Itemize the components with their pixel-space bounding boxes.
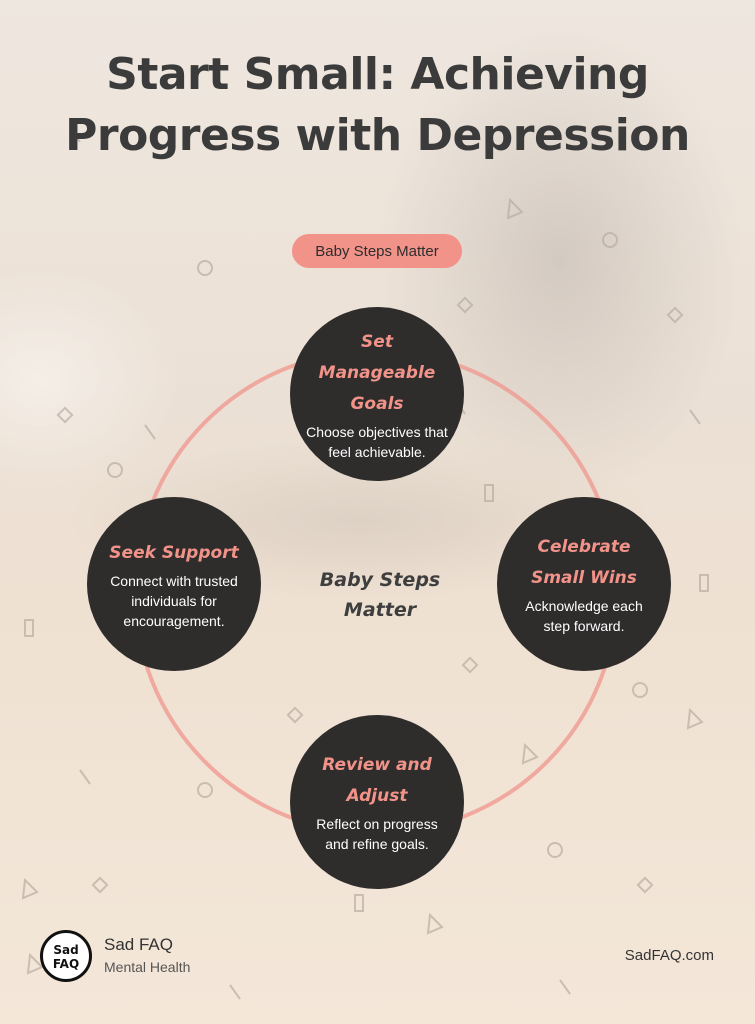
- step-node-review-adjust: Review and Adjust Reflect on progress an…: [290, 715, 464, 889]
- brand-name: Sad FAQ: [104, 935, 173, 954]
- brand-text: Sad FAQ Mental Health: [104, 934, 190, 978]
- step-node-set-goals: Set Manageable Goals Choose objectives t…: [290, 307, 464, 481]
- brand-block[interactable]: Sad FAQ Sad FAQ Mental Health: [40, 930, 190, 982]
- step-node-title: Celebrate Small Wins: [531, 537, 637, 588]
- step-node-description: Choose objectives that feel achievable.: [306, 423, 448, 460]
- svg-text:Sad: Sad: [53, 943, 78, 957]
- logo-lettering-icon: Sad FAQ: [53, 943, 79, 971]
- step-node-title: Review and Adjust: [322, 755, 432, 806]
- step-node-celebrate-wins: Celebrate Small Wins Acknowledge each st…: [497, 497, 671, 671]
- page-title: Start Small: Achieving Progress with Dep…: [65, 49, 690, 161]
- svg-text:FAQ: FAQ: [53, 957, 79, 971]
- brand-tagline: Mental Health: [104, 959, 191, 975]
- step-node-title: Set Manageable Goals: [318, 331, 436, 414]
- site-url-link[interactable]: SadFAQ.com: [624, 947, 714, 964]
- step-node-seek-support: Seek Support Connect with trusted indivi…: [87, 497, 261, 671]
- step-node-title: Seek Support: [109, 542, 239, 563]
- center-label: Baby Steps Matter: [319, 569, 441, 621]
- sad-faq-logo-icon: Sad FAQ: [40, 930, 92, 982]
- step-node-description: Reflect on progress and refine goals.: [316, 816, 438, 852]
- subtitle-pill: Baby Steps Matter: [292, 234, 462, 268]
- step-node-description: Acknowledge each step forward.: [525, 598, 643, 634]
- step-node-description: Connect with trusted individuals for enc…: [110, 572, 238, 629]
